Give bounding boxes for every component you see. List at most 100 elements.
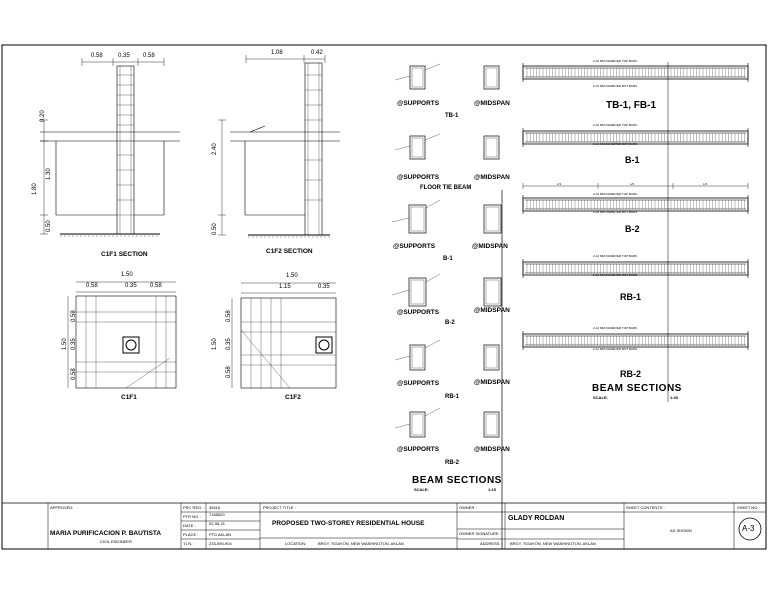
sheet-contents-label: SHEET CONTENTS : — [626, 505, 665, 510]
bar-note: 2-16 MM DIAMETER TOP BARS — [593, 59, 638, 63]
sheet-contents-value: AS SHOWN — [670, 528, 692, 533]
c1f2-section-drawing — [218, 55, 340, 238]
dim-label: 1.08 — [271, 50, 283, 56]
dim-label: 1.50 — [121, 272, 133, 278]
midspan-label: @MIDSPAN — [474, 100, 510, 107]
scale-value: 1:15 — [488, 487, 497, 492]
dim-label: 0.58 — [71, 368, 77, 380]
beam-row-name: RB-1 — [445, 394, 460, 400]
c1f2-plan-drawing — [231, 282, 337, 389]
dim-label: 0.58 — [71, 310, 77, 322]
dim-label: 0.35 — [118, 53, 130, 59]
c1f2-plan-title: C1F2 — [285, 394, 301, 401]
supports-label: @SUPPORTS — [393, 243, 436, 250]
project-title: PROPOSED TWO-STOREY RESIDENTIAL HOUSE — [272, 520, 425, 527]
sheet-border — [1, 44, 767, 550]
supports-label: @SUPPORTS — [397, 309, 440, 316]
location-label: LOCATION : — [285, 541, 308, 546]
supports-label: @SUPPORTS — [397, 100, 440, 107]
ptr-value: 7168520 — [209, 512, 225, 517]
address-label: ADDRESS : — [480, 541, 502, 546]
c1f1-plan-title: C1F1 — [121, 394, 137, 401]
dim-label: 0.35 — [125, 283, 137, 289]
bar-note: 2-12 MM DIAMETER TOP BARS — [593, 254, 638, 258]
dim-label: 1.50 — [286, 273, 298, 279]
c1f1-section-title: C1F1 SECTION — [101, 251, 148, 258]
dim-label: 0.58 — [226, 310, 232, 322]
bar-note: 2-16 MM DIAMETER BOT BARS — [593, 142, 638, 146]
midspan-label: @MIDSPAN — [474, 174, 510, 181]
c1f2-section-title: C1F2 SECTION — [266, 248, 313, 255]
beam-elevation-name: B-1 — [625, 155, 640, 165]
dim-label: 0.58 — [91, 53, 103, 59]
date-value: 02-08-21 — [209, 521, 226, 526]
bar-note: 2-12 MM DIAMETER BOT BARS — [593, 273, 638, 277]
beam-section-supports — [391, 63, 441, 438]
beam-elevations-title: BEAM SECTIONS — [592, 383, 682, 394]
bar-note: 2-16 MM DIAMETER TOP BARS — [593, 192, 638, 196]
beam-elevation-name: RB-2 — [620, 369, 642, 379]
place-value: PTD AKLAN — [209, 532, 232, 537]
owner-signature-label: OWNER SIGNATURE : — [459, 531, 501, 536]
beam-elevation-name: RB-1 — [620, 292, 642, 302]
ptr-label: PTR NO. : — [183, 514, 202, 519]
location-value: BRGY. TIGAYON, NEW WASHINGTON, AKLAN — [318, 541, 404, 546]
prc-label: PRC REG. : — [183, 505, 205, 510]
bar-note: 2-16 MM DIAMETER BOT BARS — [593, 84, 638, 88]
dim-label: 0.50 — [46, 220, 52, 232]
sheet-number: A-3 — [742, 524, 755, 533]
sheet-no-label: SHEET NO.: — [737, 505, 760, 510]
bar-note: 2-12 MM DIAMETER TOP BARS — [593, 326, 638, 330]
beam-sections-title: BEAM SECTIONS — [412, 475, 502, 486]
beam-row-name: RB-2 — [445, 460, 460, 466]
beam-row-name: B-2 — [445, 320, 455, 326]
dim-label: 0.50 — [212, 223, 218, 235]
project-label: PROJECT TITLE : — [263, 505, 296, 510]
approved-label: APPROVED: — [50, 505, 74, 510]
place-label: PLACE : — [183, 532, 199, 537]
beam-row-name: FLOOR TIE BEAM — [420, 185, 472, 191]
title-block-lines — [2, 502, 766, 549]
dim-label: 0.58 — [150, 283, 162, 289]
dim-label: 0.20 — [40, 110, 46, 122]
engineer-name: MARIA PURIFICACION P. BAUTISTA — [50, 530, 162, 537]
beam-elevation-name: TB-1, FB-1 — [606, 100, 656, 111]
supports-label: @SUPPORTS — [397, 174, 440, 181]
tin-label: T.I.N. : — [183, 541, 195, 546]
bar-note: 2-12 MM DIAMETER BOT BARS — [593, 347, 638, 351]
dim-label: 0.58 — [226, 366, 232, 378]
prc-value: 35516 — [209, 505, 221, 510]
bar-note: 2-16 MM DIAMETER TOP BARS — [593, 123, 638, 127]
dim-label: 0.35 — [318, 284, 330, 290]
bar-note: 2-16 MM DIAMETER BOT BARS — [593, 210, 638, 214]
engineer-role: CIVIL ENGINEER — [100, 539, 132, 544]
beam-elevations-drawing — [522, 63, 749, 350]
scale-label: SCALE: — [593, 395, 608, 400]
tin-value: 233-590-904 — [209, 541, 232, 546]
span-label: L/3 — [703, 182, 708, 186]
date-label: DATE : — [183, 523, 196, 528]
dim-label: 1.50 — [212, 338, 218, 350]
dim-label: 0.42 — [311, 50, 323, 56]
c1f1-section-drawing — [40, 58, 180, 237]
owner-name: GLADY ROLDAN — [508, 515, 565, 522]
beam-row-name: B-1 — [443, 256, 453, 262]
c1f1-plan-drawing — [67, 281, 177, 389]
midspan-label: @MIDSPAN — [474, 307, 510, 314]
dim-label: 0.35 — [226, 338, 232, 350]
dim-label: 1.15 — [279, 284, 291, 290]
scale-value: 1:30 — [670, 395, 679, 400]
midspan-label: @MIDSPAN — [474, 379, 510, 386]
dim-label: 0.58 — [86, 283, 98, 289]
span-label: L/3 — [557, 182, 562, 186]
supports-label: @SUPPORTS — [397, 446, 440, 453]
beam-row-name: TB-1 — [445, 113, 459, 119]
beam-elevation-name: B-2 — [625, 224, 640, 234]
dim-label: 0.35 — [71, 338, 77, 350]
dim-label: 1.30 — [46, 168, 52, 180]
beam-section-midspan — [483, 65, 502, 438]
scale-label: SCALE: — [414, 487, 429, 492]
dim-label: 0.58 — [143, 53, 155, 59]
dim-label: 2.40 — [212, 143, 218, 155]
